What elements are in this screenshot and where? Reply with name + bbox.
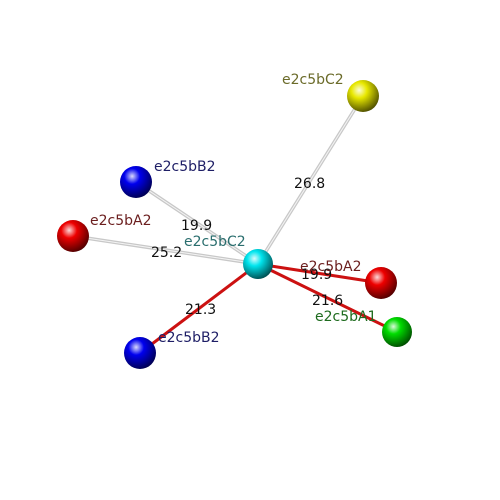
atom-sphere (120, 166, 152, 198)
center-atom-sphere (243, 249, 273, 279)
distance-label: 26.8 (294, 176, 325, 192)
atom-sphere (347, 80, 379, 112)
atom-label: e2c5bA2 (300, 259, 362, 275)
atom-sphere (382, 317, 412, 347)
distance-label: 25.2 (151, 245, 182, 261)
bond-line (256, 262, 399, 334)
bond-highlight (257, 95, 364, 265)
bond-line (138, 262, 260, 355)
bond-line (256, 262, 383, 285)
distance-label: 21.6 (312, 293, 343, 309)
distance-label: 21.3 (185, 302, 216, 318)
center-atom-label: e2c5bC2 (184, 234, 246, 250)
distance-label: 19.9 (301, 267, 332, 283)
bond-layer (71, 94, 399, 355)
atom-label-layer: e2c5bC2 e2c5bB2 e2c5bA2 e2c5bA2 e2c5bA1 e2c5b… (90, 72, 377, 346)
distance-label-layer: 26.8 19.9 25.2 19.9 21.6 21.3 (151, 176, 343, 318)
atom-layer (57, 80, 412, 369)
atom-label: e2c5bA2 (90, 213, 152, 229)
distance-label: 19.9 (181, 218, 212, 234)
atom-label: e2c5bC2 (282, 72, 344, 88)
atom-sphere (124, 337, 156, 369)
atom-label: e2c5bB2 (158, 330, 220, 346)
atom-label: e2c5bB2 (154, 159, 216, 175)
atom-label: e2c5bA1 (315, 309, 377, 325)
atom-sphere (365, 267, 397, 299)
atom-sphere (57, 220, 89, 252)
bond-highlight (72, 235, 259, 265)
bond-highlight (135, 181, 259, 265)
